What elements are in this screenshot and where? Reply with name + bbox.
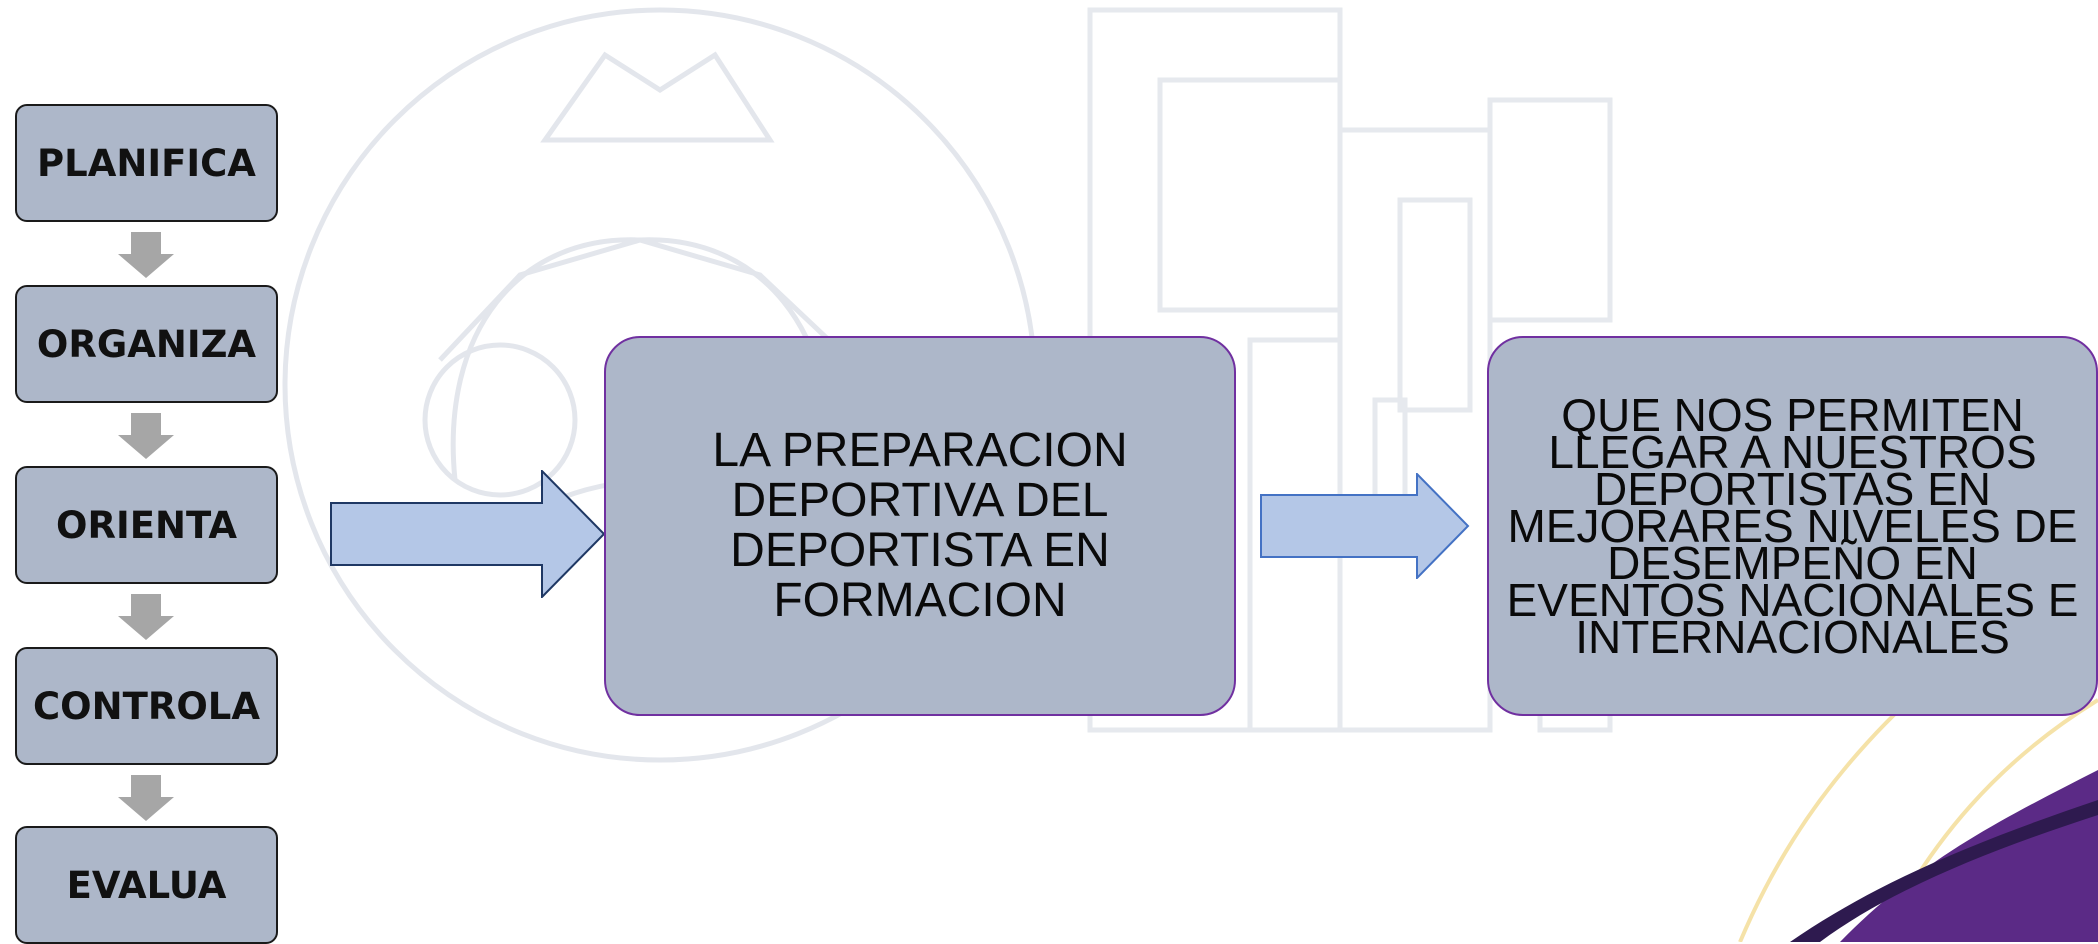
step-controla: CONTROLA bbox=[15, 647, 278, 765]
down-arrow-icon bbox=[118, 232, 174, 278]
step-label: CONTROLA bbox=[33, 684, 260, 728]
right-arrow-icon bbox=[330, 470, 606, 598]
step-label: ORGANIZA bbox=[36, 322, 257, 366]
step-label: ORIENTA bbox=[56, 503, 237, 547]
result-box: QUE NOS PERMITEN LLEGAR A NUESTROS DEPOR… bbox=[1487, 336, 2098, 716]
down-arrow-icon bbox=[118, 413, 174, 459]
down-arrow-icon bbox=[118, 775, 174, 821]
step-planifica: PLANIFICA bbox=[15, 104, 278, 222]
main-process-box: LA PREPARACION DEPORTIVA DEL DEPORTISTA … bbox=[604, 336, 1236, 716]
right-arrow-icon bbox=[1260, 473, 1470, 579]
step-label: EVALUA bbox=[66, 863, 227, 907]
step-orienta: ORIENTA bbox=[15, 466, 278, 584]
main-process-text: LA PREPARACION DEPORTIVA DEL DEPORTISTA … bbox=[712, 424, 1128, 627]
step-label: PLANIFICA bbox=[37, 141, 256, 185]
step-evalua: EVALUA bbox=[15, 826, 278, 944]
step-organiza: ORGANIZA bbox=[15, 285, 278, 403]
down-arrow-icon bbox=[118, 594, 174, 640]
result-text: QUE NOS PERMITEN LLEGAR A NUESTROS DEPOR… bbox=[1506, 388, 2079, 663]
